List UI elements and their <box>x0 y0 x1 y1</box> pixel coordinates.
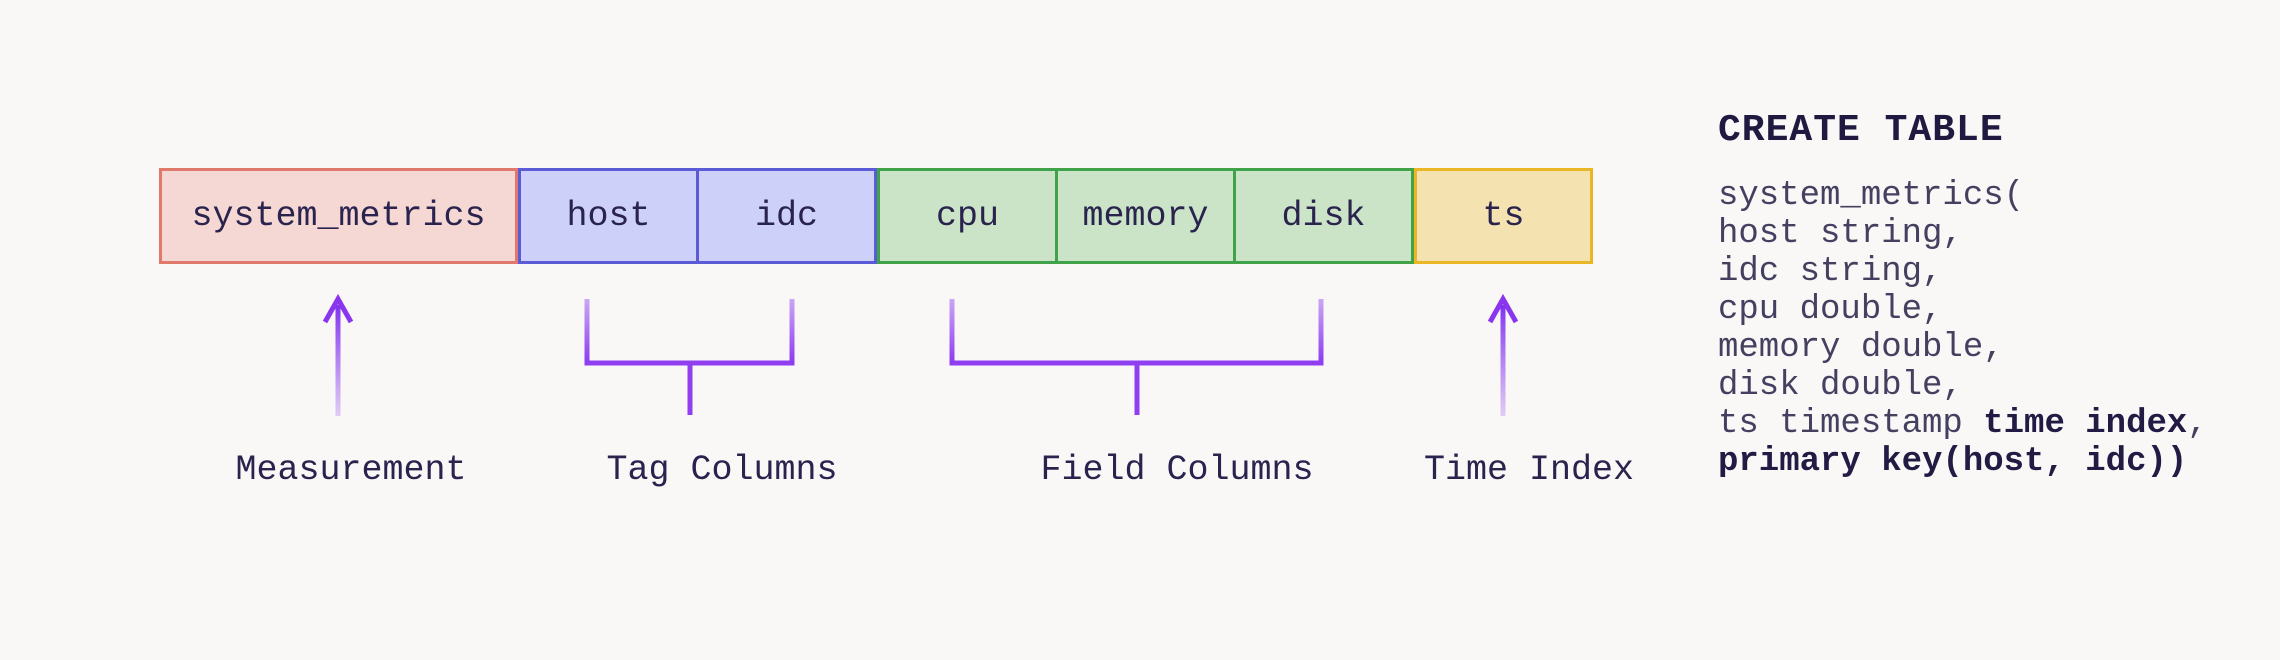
field-cell-cpu: cpu <box>935 196 999 236</box>
tag-columns-box: host idc <box>518 168 877 264</box>
sql-line-idc: idc string, <box>1718 253 2208 291</box>
sql-text: system_metrics( <box>1718 177 2025 215</box>
measurement-label: Measurement <box>235 450 467 490</box>
sql-line-cpu: cpu double, <box>1718 291 2208 329</box>
sql-line-host: host string, <box>1718 215 2208 253</box>
sql-keyword-primary-key: primary key(host, idc)) <box>1718 443 2188 481</box>
measurement-box: system_metrics <box>159 168 518 264</box>
sql-code: system_metrics( host string, idc string,… <box>1718 177 2208 481</box>
tag-columns-bracket <box>584 299 795 366</box>
sql-line-memory: memory double, <box>1718 329 2208 367</box>
field-columns-bracket <box>949 299 1324 366</box>
sql-text: host string, <box>1718 215 1963 253</box>
tag-cell-host: host <box>566 196 651 236</box>
sql-snippet: CREATE TABLE system_metrics( host string… <box>1718 109 2208 482</box>
sql-text: ts timestamp <box>1718 405 1984 443</box>
sql-title: CREATE TABLE <box>1718 109 2004 152</box>
field-columns-box: cpu memory disk <box>877 168 1414 264</box>
field-columns-label: Field Columns <box>1040 450 1314 490</box>
time-cell-ts: ts <box>1482 196 1525 236</box>
measurement-cell: system_metrics <box>191 196 486 236</box>
time-index-label: Time Index <box>1423 450 1635 490</box>
time-index-box: ts <box>1414 168 1593 264</box>
measurement-arrow-head <box>322 293 354 324</box>
sql-line-primary-key: primary key(host, idc)) <box>1718 443 2208 481</box>
sql-text: idc string, <box>1718 253 1943 291</box>
sql-text: , <box>2187 405 2208 443</box>
sql-keyword-time-index: time index <box>1983 405 2188 443</box>
sql-text: memory double, <box>1718 329 2004 367</box>
sql-line-ts: ts timestamp time index, <box>1718 405 2208 443</box>
time-index-arrow-head <box>1487 293 1519 324</box>
field-cell-disk: disk <box>1233 171 1411 261</box>
field-cell-memory: memory <box>1055 171 1233 261</box>
tag-cell-idc: idc <box>696 171 874 261</box>
sql-line-disk: disk double, <box>1718 367 2208 405</box>
sql-text: disk double, <box>1718 367 1963 405</box>
sql-line-table-name: system_metrics( <box>1718 177 2208 215</box>
tag-columns-label: Tag Columns <box>606 450 838 490</box>
sql-text: cpu double, <box>1718 291 1943 329</box>
